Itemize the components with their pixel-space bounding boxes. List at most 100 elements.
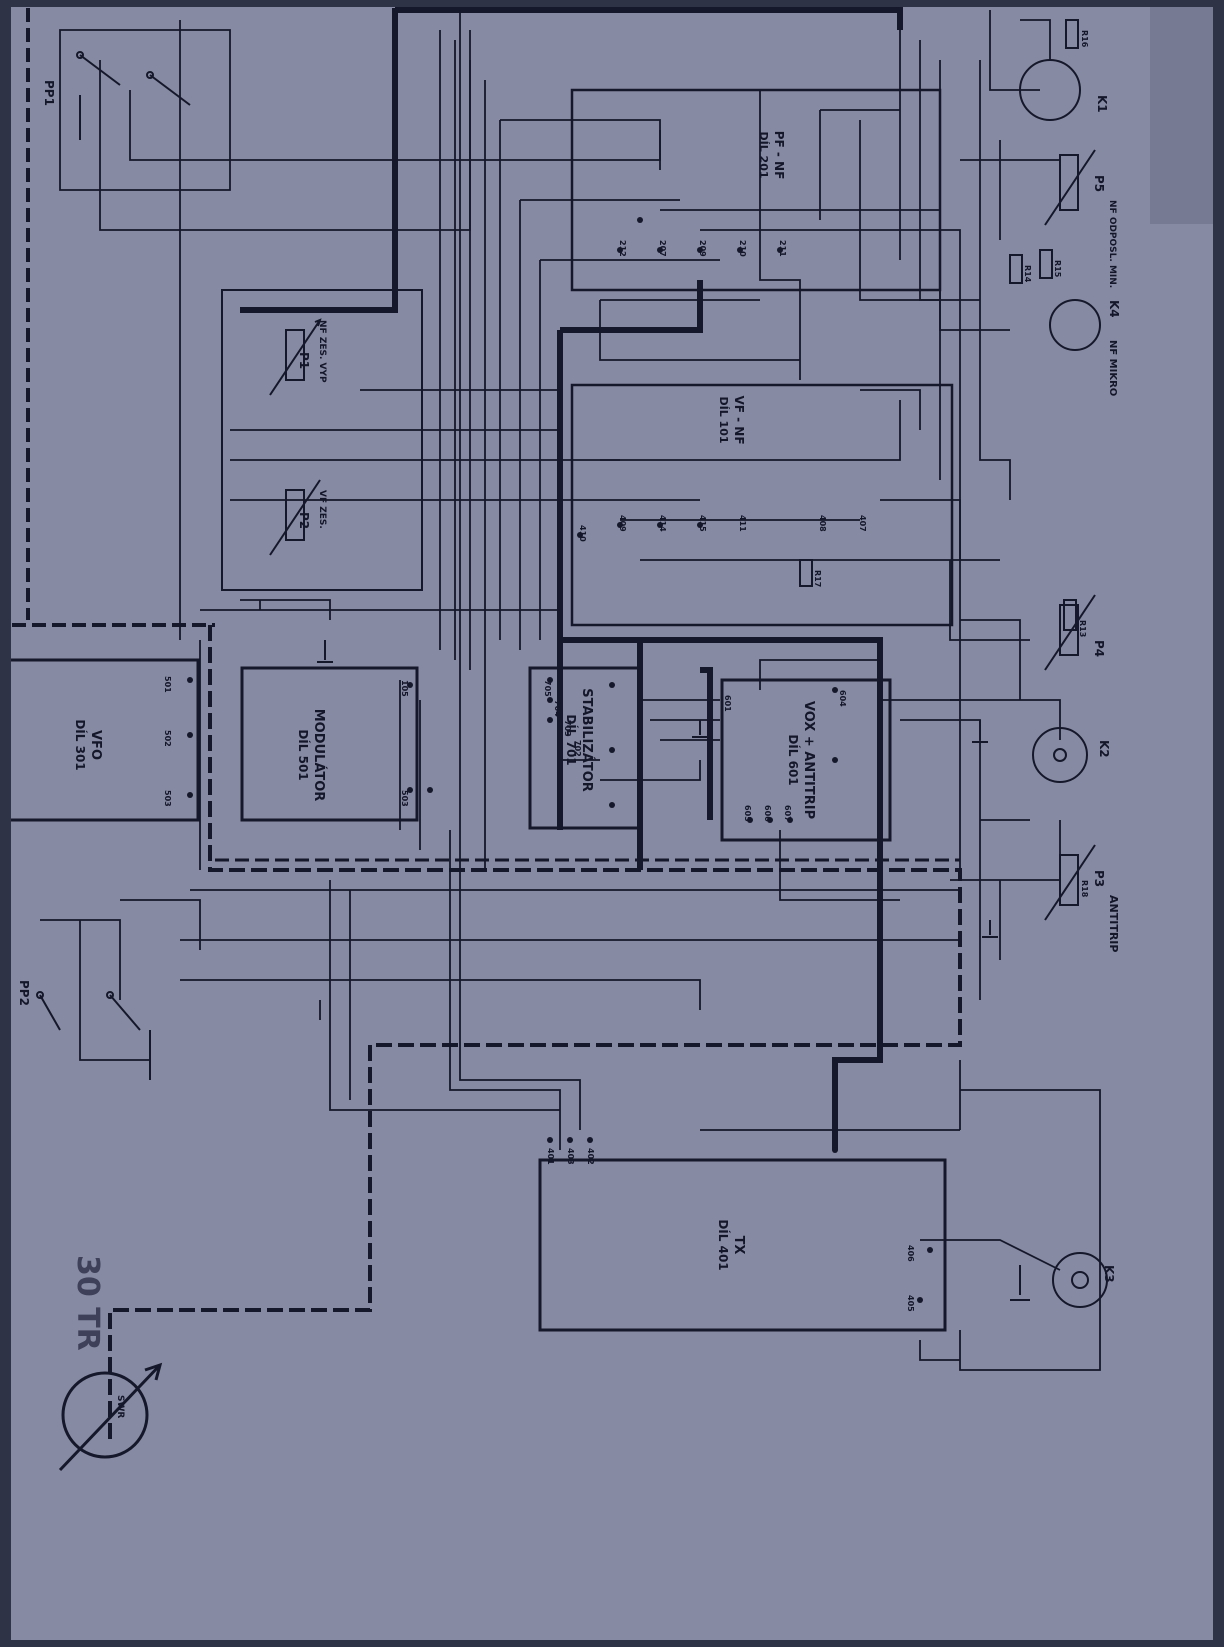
ground-symbol [1010, 1265, 1030, 1301]
switch-pp2-symbol [36, 991, 151, 1080]
stabilizer-pin-label: 703 [563, 720, 572, 737]
connector-k4-label: K4 [1107, 300, 1121, 318]
potentiometer-p1-symbol [269, 318, 322, 396]
modulator-block-part: DÍL 501 [296, 729, 311, 780]
power-bus [240, 7, 903, 1150]
ground-symbol [982, 920, 998, 938]
vfo-pin-label: 502 [163, 730, 172, 747]
vfnf-pin-label: 411 [738, 515, 747, 532]
resistor-label: R17 [813, 570, 822, 587]
pfnf-pin-label: 209 [698, 240, 707, 257]
connector-k3-symbol [1052, 1252, 1108, 1308]
connector-k3-label: K3 [1102, 1265, 1116, 1283]
vfo-pin-label: 503 [163, 790, 172, 807]
ground-symbol [692, 720, 708, 738]
vfo-block-part: DÍL 301 [73, 719, 88, 770]
potentiometer-p1-ref: P1 [297, 352, 311, 369]
connector-k1-symbol [1019, 59, 1081, 121]
vox-pin-label: 607 [783, 805, 792, 822]
chassis-outline-bottom [108, 625, 962, 1440]
pfnf-pin-label: 210 [738, 240, 747, 257]
swr-meter-label: SWR [115, 1395, 125, 1418]
left-panel-frame [221, 289, 423, 591]
vox-pin-label: 604 [838, 690, 847, 707]
stabilizer-pin-label: 704 [553, 700, 562, 717]
resistor-symbol [1039, 249, 1053, 279]
connector-k2-label: K2 [1097, 740, 1111, 758]
potentiometer-p5-symbol [1044, 149, 1096, 226]
resistor-symbol [799, 559, 813, 587]
resistor-label: R14 [1023, 265, 1032, 283]
resistor-label: R16 [1080, 30, 1089, 48]
connector-k2-symbol [1032, 727, 1088, 783]
corner-mark: 30 TR [70, 1255, 105, 1351]
connector-k1-label: K1 [1095, 95, 1109, 113]
swr-meter-symbol [61, 1371, 149, 1459]
potentiometer-p3-symbol [1044, 844, 1096, 921]
tx-block-frame [538, 1158, 947, 1332]
vox-block-part: DÍL 601 [786, 734, 801, 785]
vfnf-block-part: DÍL 101 [717, 396, 730, 443]
modulator-pin-label: 503 [400, 790, 409, 807]
potentiometer-p2-ref: P2 [297, 512, 311, 529]
potentiometer-p1-label: NF ZES. VYP [317, 320, 327, 383]
pfnf-pin-label: 211 [778, 240, 787, 257]
tx-pin-label: 401 [546, 1148, 555, 1165]
vox-pin-label: 606 [763, 805, 772, 822]
stabilizer-block-part: DÍL 701 [564, 714, 579, 765]
tx-pin-label: 406 [906, 1245, 915, 1262]
modulator-pin-label: 105 [400, 680, 409, 697]
vox-pin-label: 601 [723, 695, 732, 712]
vox-block-title: VOX + ANTITRIP [801, 701, 816, 819]
pfnf-pin-label: 207 [658, 240, 667, 257]
stabilizer-pin-label: 705 [543, 680, 552, 697]
tx-pin-label: 402 [586, 1148, 595, 1165]
vfnf-block-title: VF - NF [732, 395, 746, 444]
vox-block-frame [720, 678, 892, 842]
potentiometer-p4-symbol [1044, 594, 1096, 671]
switch-pp2-label: PP2 [17, 980, 31, 1006]
potentiometer-p3-label: ANTITRIP [1107, 895, 1120, 952]
vfnf-pin-label: 407 [858, 515, 867, 532]
potentiometer-p3-ref: P3 [1092, 870, 1106, 887]
stabilizer-block-title: STABILIZÁTOR [579, 688, 595, 792]
switch-pp1-symbol [76, 51, 191, 140]
vfnf-pin-label: 415 [698, 515, 707, 532]
vfnf-pin-label: 414 [658, 515, 667, 532]
resistor-label: R18 [1080, 880, 1089, 898]
modulator-block-frame [240, 666, 419, 822]
tx-pin-label: 403 [566, 1148, 575, 1165]
vfnf-block-frame [570, 383, 954, 627]
pfnf-pin-label: 212 [618, 240, 627, 257]
vfo-block-title: VFO [88, 730, 103, 760]
connector-k4-symbol [1049, 299, 1101, 351]
vfo-pin-label: 501 [163, 676, 172, 693]
chassis-outline-left [12, 8, 215, 627]
vox-pin-label: 605 [743, 805, 752, 822]
pin-dots [187, 217, 933, 1303]
potentiometer-p4-ref: P4 [1092, 640, 1106, 657]
tx-block-part: DÍL 401 [716, 1219, 731, 1270]
pfnf-block-title: PF - NF [772, 131, 786, 180]
resistor-label: R15 [1053, 260, 1062, 278]
potentiometer-p5-ref: P5 [1092, 175, 1106, 192]
potentiometer-p2-label: VF ZES. [317, 490, 327, 529]
resistor-symbol [1065, 19, 1079, 49]
pfnf-block-part: DÍL 201 [757, 131, 770, 178]
vfnf-pin-label: 410 [578, 525, 587, 542]
ground-symbol [972, 720, 988, 743]
modulator-block-title: MODULÁTOR [311, 709, 327, 802]
vfnf-pin-label: 408 [818, 515, 827, 532]
resistor-symbol [1009, 254, 1023, 284]
ground-symbol [317, 640, 333, 663]
stabilizer-block-frame [528, 666, 642, 830]
tx-pin-label: 405 [906, 1295, 915, 1312]
resistor-label: R13 [1078, 620, 1087, 637]
potentiometer-p5-label: NF ODPOSL. MIN. [1107, 200, 1117, 288]
k4-function-label: NF MIKRO [1107, 340, 1118, 396]
switch-pp1-label: PP1 [42, 80, 56, 106]
stabilizer-pin-label: 702 [573, 740, 582, 757]
potentiometer-p2-symbol [269, 479, 321, 556]
resistor-symbol [1063, 599, 1077, 631]
